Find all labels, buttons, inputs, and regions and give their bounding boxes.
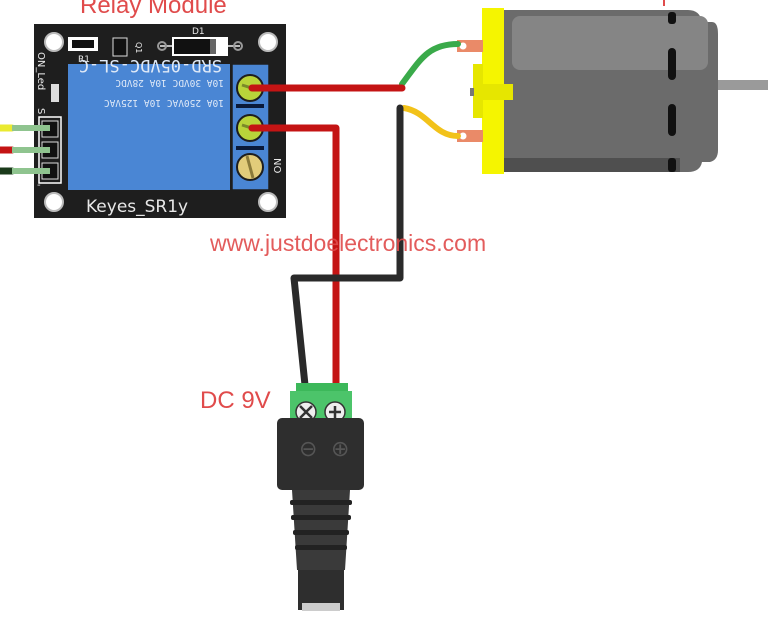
relay-rating-1: 10A 30VDC 10A 28VDC xyxy=(115,77,224,88)
relay-rating-2: 10A 250VAC 10A 125VAC xyxy=(104,97,224,108)
wire-yellow xyxy=(401,105,461,139)
wire-black xyxy=(290,104,404,389)
relay-body xyxy=(68,64,230,190)
relay-title: Relay Module xyxy=(80,0,227,19)
mount-hole xyxy=(258,192,278,212)
relay-module: R1 Q1 D1 ON_Led S - SRD-05VDC-SL-C 10A 3… xyxy=(12,24,286,218)
d1-label: D1 xyxy=(192,27,205,37)
wire-green xyxy=(399,41,461,87)
mount-hole xyxy=(258,32,278,52)
jack-housing xyxy=(277,418,364,490)
minus-symbol: ⊖ xyxy=(299,436,317,461)
no-label: NO xyxy=(271,158,282,173)
r1-label: R1 xyxy=(78,55,90,65)
wire-red-power xyxy=(248,124,340,389)
dc-jack-connector: ⊖ ⊕ xyxy=(277,383,364,611)
motor-shaft xyxy=(708,80,768,90)
led xyxy=(51,84,59,102)
pin-minus-label: - xyxy=(37,180,41,191)
wires xyxy=(248,41,461,389)
plus-symbol: ⊕ xyxy=(331,436,349,461)
pin-s-label: S xyxy=(35,108,46,114)
transistor-q1 xyxy=(112,37,128,57)
board-name-label: Keyes_SR1y xyxy=(86,197,188,217)
q1-label: Q1 xyxy=(134,42,143,53)
relay-part-label: SRD-05VDC-SL-C xyxy=(79,55,222,75)
watermark: www.justdoelectronics.com xyxy=(209,230,486,256)
dc-motor xyxy=(457,8,768,174)
led-label: ON_Led xyxy=(35,52,46,90)
power-label: DC 9V xyxy=(200,387,271,414)
mount-hole xyxy=(44,192,64,212)
mount-hole xyxy=(44,32,64,52)
